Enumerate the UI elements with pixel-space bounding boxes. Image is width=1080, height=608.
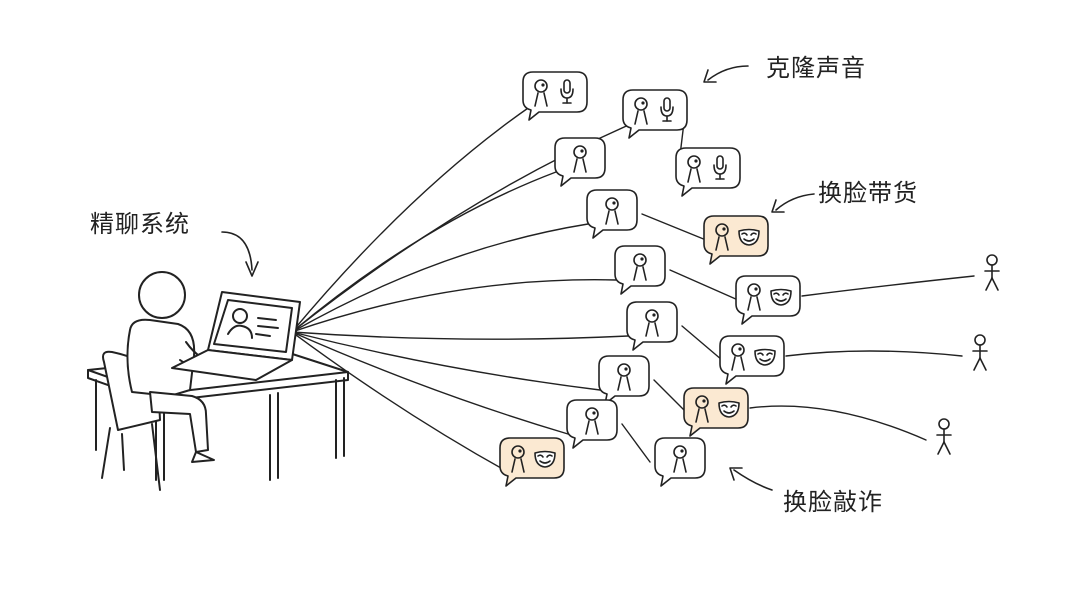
bubble-outline <box>614 245 666 295</box>
person-icon <box>605 197 619 225</box>
hub-line <box>291 331 569 435</box>
face-swap-bubble <box>719 335 785 385</box>
target-people <box>936 254 1000 455</box>
hub-line <box>291 279 617 333</box>
microphone-icon <box>660 97 674 122</box>
bubble-outline <box>499 437 565 487</box>
arrow-facescam <box>733 469 773 491</box>
face-swap-bubble <box>703 215 769 265</box>
person-icon <box>633 253 647 281</box>
hub-line <box>291 331 601 391</box>
arrow-voice <box>707 65 749 81</box>
bubble-outline <box>586 189 638 239</box>
hub-line <box>291 331 509 473</box>
chain-line <box>669 269 739 301</box>
voice-clone-bubble <box>622 89 688 139</box>
face-swap-bubble <box>683 387 749 437</box>
chain-line <box>641 213 707 241</box>
face-swap-bubble <box>735 275 801 325</box>
chat-bubble <box>554 137 606 187</box>
arrow-operator <box>221 231 253 271</box>
mask-icon <box>534 450 556 468</box>
person-icon <box>573 145 587 173</box>
bubble-outline <box>622 89 688 139</box>
label-arrows <box>221 65 815 491</box>
chain-connection-lines <box>621 113 975 463</box>
voice-clone-bubble <box>675 147 741 197</box>
voice-clone-bubble <box>522 71 588 121</box>
bubble-outline <box>735 275 801 325</box>
person-icon <box>617 363 631 391</box>
person-icon <box>731 343 745 371</box>
arrow-facelive <box>775 193 815 211</box>
person-icon <box>645 309 659 337</box>
chain-line <box>681 325 723 361</box>
person-icon <box>585 407 599 435</box>
microphone-icon <box>713 155 727 180</box>
operator-label: 精聊系统 <box>90 210 190 238</box>
chat-bubble <box>654 437 706 487</box>
voice-clone-label: 克隆声音 <box>766 54 866 82</box>
person-icon <box>511 445 525 473</box>
person-icon <box>715 223 729 251</box>
chat-bubbles <box>499 71 801 487</box>
bubble-outline <box>675 147 741 197</box>
face-swap-scam-label: 换脸敲诈 <box>783 488 883 516</box>
face-swap-live-label: 换脸带货 <box>818 179 918 207</box>
mask-icon <box>738 228 760 246</box>
chain-line <box>653 379 687 413</box>
chat-bubble <box>626 301 678 351</box>
chat-bubble <box>598 355 650 405</box>
bubble-outline <box>554 137 606 187</box>
bubble-outline <box>703 215 769 265</box>
chain-line <box>621 423 651 463</box>
person-icon <box>534 79 548 107</box>
bubble-outline <box>566 399 618 449</box>
bubble-outline <box>626 301 678 351</box>
person-icon <box>695 395 709 423</box>
hub-line <box>291 331 629 340</box>
chat-bubble <box>566 399 618 449</box>
target-person-icon <box>972 334 988 371</box>
hub-line <box>291 171 557 333</box>
mask-icon <box>770 288 792 306</box>
chat-bubble <box>614 245 666 295</box>
target-person-icon <box>984 254 1000 291</box>
laptop <box>171 291 301 381</box>
target-line <box>749 405 927 441</box>
operator-person <box>126 271 227 463</box>
person-icon <box>747 283 761 311</box>
bubble-outline <box>522 71 588 121</box>
person-icon <box>634 97 648 125</box>
microphone-icon <box>560 79 574 104</box>
person-icon <box>687 155 701 183</box>
target-line <box>801 275 975 297</box>
operator-figure <box>87 271 349 491</box>
mask-icon <box>754 348 776 366</box>
bubble-outline <box>598 355 650 405</box>
target-person-icon <box>936 418 952 455</box>
hub-line <box>291 223 589 333</box>
bubble-outline <box>654 437 706 487</box>
person-icon <box>673 445 687 473</box>
bubble-outline <box>683 387 749 437</box>
chat-bubble <box>586 189 638 239</box>
bubble-outline <box>719 335 785 385</box>
face-swap-bubble <box>499 437 565 487</box>
hub-connection-lines <box>291 105 632 473</box>
target-line <box>785 350 963 357</box>
hub-line <box>291 105 532 333</box>
mask-icon <box>718 400 740 418</box>
